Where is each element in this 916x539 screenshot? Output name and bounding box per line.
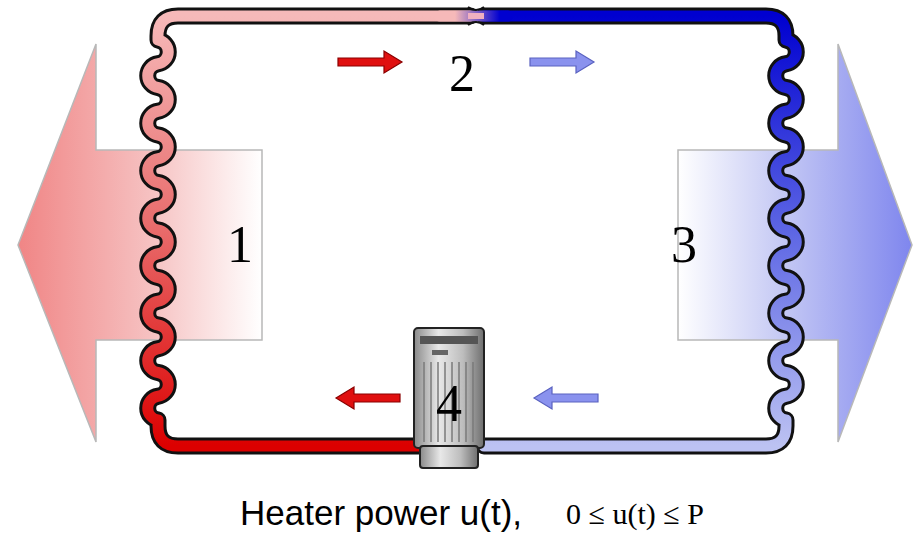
callout-number: 4 bbox=[436, 378, 462, 430]
flow-arrow bbox=[530, 51, 598, 409]
compressor-rib bbox=[423, 362, 425, 442]
compressor-rib bbox=[465, 362, 467, 442]
expansion-valve bbox=[468, 7, 484, 25]
callout-number: 3 bbox=[671, 219, 697, 271]
flow-arrow bbox=[336, 51, 402, 409]
heat-out-arrow bbox=[18, 44, 262, 442]
compressor-rib bbox=[430, 362, 432, 442]
callout-number: 1 bbox=[227, 219, 253, 271]
caption-text: Heater power u(t), bbox=[240, 495, 522, 530]
constraint-text: 0 ≤ u(t) ≤ P bbox=[566, 499, 704, 529]
expansion-valve bbox=[468, 13, 484, 19]
callout-number: 2 bbox=[449, 48, 475, 100]
compressor bbox=[414, 328, 484, 468]
compressor-rib bbox=[472, 362, 474, 442]
